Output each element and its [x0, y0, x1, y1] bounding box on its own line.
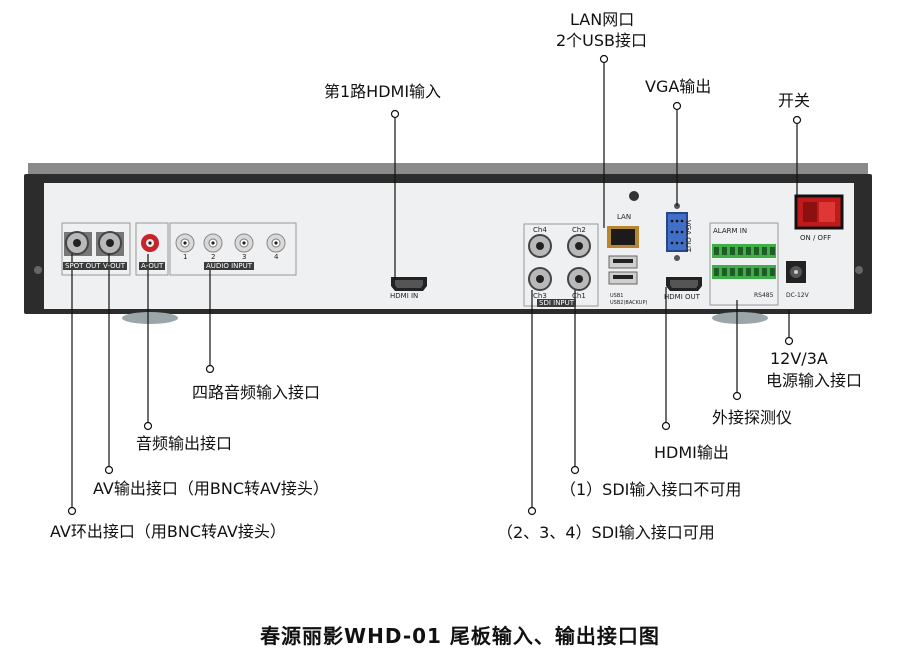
callout-sdi-1: （1）SDI输入接口不可用	[560, 480, 742, 499]
silk-usb-2: USB2(BACKUP)	[610, 300, 648, 306]
rca-audio-1	[175, 233, 195, 253]
silk-spot-out: SPOT OUT	[63, 262, 103, 270]
hdmi-in-port	[391, 277, 427, 291]
callout-lan: LAN网口	[570, 10, 635, 29]
rca-audio-4	[266, 233, 286, 253]
callout-av-loop: AV环出接口（用BNC转AV接头）	[50, 522, 286, 541]
callout-sdi-234: （2、3、4）SDI输入接口可用	[497, 523, 715, 542]
silk-sdi-ch3: Ch3	[533, 292, 547, 300]
silk-hdmi-out: HDMI OUT	[664, 293, 700, 301]
leader-endpoints	[67, 54, 802, 516]
silk-rs485: RS485	[754, 292, 774, 299]
foot-right	[712, 312, 768, 324]
screw-left	[34, 266, 42, 274]
silk-sdi-ch2: Ch2	[572, 226, 586, 234]
rca-audio-2	[203, 233, 223, 253]
silk-sdi-ch4: Ch4	[533, 226, 547, 234]
callout-alarm: 外接探测仪	[712, 408, 793, 427]
dc-jack	[786, 261, 806, 283]
silk-vga-out: VGA OUT	[684, 220, 692, 253]
alarm-terminal-screws	[714, 247, 775, 276]
silk-audio-num-4: 4	[274, 253, 279, 261]
silk-lan: LAN	[617, 213, 632, 221]
callout-vga: VGA输出	[645, 77, 712, 96]
bnc-sdi-ch4	[528, 234, 552, 258]
callout-audio-input: 四路音频输入接口	[192, 383, 321, 402]
bnc-sdi-ch1	[567, 267, 591, 291]
foot-left	[122, 312, 178, 324]
usb-port-2	[608, 271, 638, 285]
callout-hdmi-out: HDMI输出	[654, 443, 729, 462]
rca-audio-3	[234, 233, 254, 253]
alarm-terminal-upper	[712, 244, 776, 258]
bnc-sdi-ch2	[567, 234, 591, 258]
usb-port-1	[608, 255, 638, 269]
silk-sdi-input: SDI INPUT	[537, 299, 577, 307]
callout-audio-output: 音频输出接口	[136, 434, 233, 453]
silk-audio-num-2: 2	[211, 253, 216, 261]
silk-on-off: ON / OFF	[800, 234, 832, 242]
callout-power-input-2: 电源输入接口	[766, 371, 863, 390]
silk-audio-num-3: 3	[242, 253, 247, 261]
callout-usb: 2个USB接口	[556, 31, 648, 50]
power-switch	[794, 194, 844, 230]
screw-top	[629, 191, 639, 201]
bnc-block-frame	[61, 222, 131, 276]
alarm-frame	[709, 222, 779, 306]
bnc-spot-out	[64, 231, 92, 256]
silk-audio-input: AUDIO INPUT	[204, 262, 255, 270]
bnc-sdi-ch3	[528, 267, 552, 291]
silk-sdi-ch1: Ch1	[572, 292, 586, 300]
chassis-top-edge	[28, 163, 868, 177]
silk-audio-num-1: 1	[183, 253, 188, 261]
lan-port	[607, 226, 639, 248]
audio-input-frame	[169, 222, 297, 276]
callout-power-input-1: 12V/3A	[770, 349, 828, 368]
screw-right	[855, 266, 863, 274]
hdmi-out-port	[666, 277, 702, 291]
a-out-frame	[135, 222, 169, 276]
rca-a-out	[141, 234, 159, 252]
silk-alarm-in: ALARM IN	[713, 227, 748, 235]
vga-port	[666, 203, 688, 261]
alarm-terminal-lower	[712, 265, 776, 279]
bnc-v-out	[96, 231, 124, 256]
callout-power-switch: 开关	[778, 91, 811, 110]
callout-hdmi-in: 第1路HDMI输入	[324, 82, 442, 101]
silk-usb-1: USB1	[610, 293, 624, 299]
silk-dc: DC-12V	[786, 292, 809, 299]
page-title: 春源丽影WHD-01 尾板输入、输出接口图	[260, 624, 660, 648]
callout-av-out: AV输出接口（用BNC转AV接头）	[93, 479, 329, 498]
silk-hdmi-in: HDMI IN	[390, 292, 419, 300]
silk-a-out: A-OUT	[139, 262, 166, 270]
leader-lines	[71, 59, 798, 508]
silk-v-out: V-OUT	[101, 262, 128, 270]
